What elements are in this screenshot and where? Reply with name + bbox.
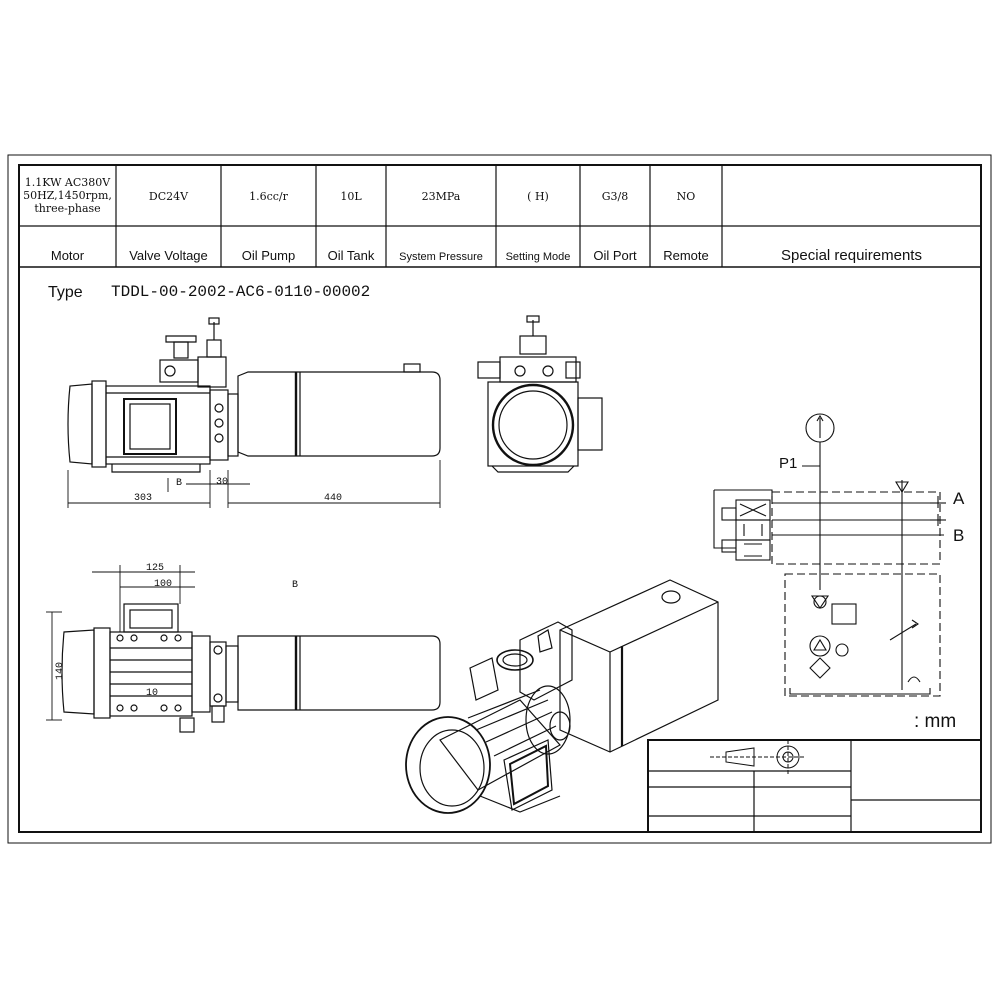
dim-top-height: 140 (55, 662, 66, 680)
view-arrow-b-label: B (176, 478, 182, 489)
spec-value-0-0: 1.1KW AC380V (25, 176, 111, 189)
spec-header-7: Remote (663, 248, 709, 263)
spec-value-3-0: 10L (340, 190, 362, 203)
units-label: : mm (914, 711, 956, 732)
spec-value-1-0: DC24V (149, 190, 189, 203)
top-view (46, 565, 441, 733)
projection-symbol-icon (710, 740, 806, 774)
spec-header-3: Oil Tank (328, 248, 375, 263)
spec-value-6-0: G3/8 (602, 190, 629, 203)
isometric-view (405, 579, 719, 814)
spec-header-2: Oil Pump (242, 248, 295, 263)
spec-header-4: System Pressure (399, 251, 483, 263)
hydraulic-schematic (713, 413, 946, 697)
dim-side-motor-length: 303 (134, 493, 152, 504)
spec-header-0: Motor (51, 248, 85, 263)
type-code: TDDL-00-2002-AC6-0110-00002 (111, 283, 370, 301)
type-label: Type (48, 284, 83, 301)
end-view (477, 315, 603, 473)
dim-top-width-100: 100 (154, 579, 172, 590)
spec-value-0-1: 50HZ,1450rpm, (23, 189, 112, 202)
inner-frame (18, 164, 982, 833)
schematic-p1-label: P1 (779, 455, 797, 472)
top-view-label: B (292, 580, 298, 591)
dim-side-gap: 30 (216, 477, 228, 488)
spec-value-4-0: 23MPa (422, 190, 461, 203)
spec-table-cells: Motor 1.1KW AC380V50HZ,1450rpm,three-phas… (23, 176, 922, 264)
spec-table (19, 165, 981, 268)
spec-value-7-0: NO (677, 190, 696, 203)
schematic-port-a-label: A (953, 489, 965, 508)
spec-header-8: Special requirements (781, 247, 922, 264)
spec-header-5: Setting Mode (506, 251, 571, 263)
spec-value-0-2: three-phase (34, 202, 100, 215)
dim-top-width-125: 125 (146, 563, 164, 574)
title-block (647, 739, 982, 833)
spec-value-2-0: 1.6cc/r (249, 190, 289, 203)
spec-header-1: Valve Voltage (129, 248, 208, 263)
schematic-port-b-label: B (953, 526, 964, 545)
side-view (67, 317, 441, 508)
spec-header-6: Oil Port (593, 248, 637, 263)
dim-top-offset: 10 (146, 688, 158, 699)
outer-frame (7, 154, 992, 844)
spec-value-5-0: ( H) (527, 190, 549, 203)
dim-side-tank-length: 440 (324, 493, 342, 504)
